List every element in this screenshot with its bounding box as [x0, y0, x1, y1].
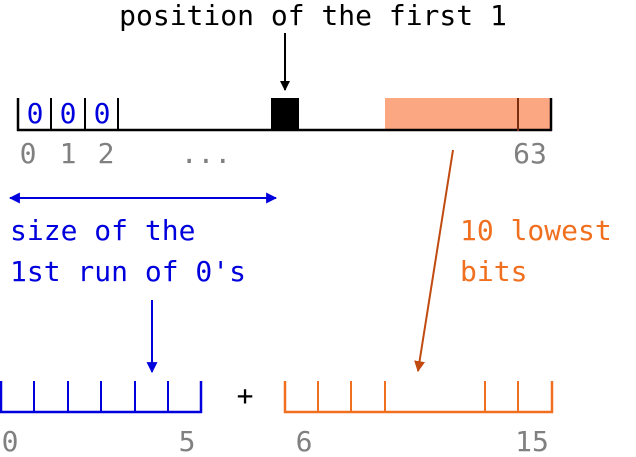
index-ellipsis: ... — [181, 137, 232, 170]
bit-1: 0 — [60, 97, 77, 130]
first-one-marker — [271, 98, 299, 130]
plus-sign: + — [237, 379, 254, 412]
index-label-0: 0 — [20, 137, 37, 170]
run-size-label-line-2: 1st run of 0's — [10, 255, 246, 288]
index-label-63: 63 — [513, 137, 547, 170]
bit-0: 0 — [27, 97, 44, 130]
diagram-title: position of the first 1 — [119, 0, 507, 32]
right-field-end-index: 15 — [515, 425, 549, 457]
bottom-right-field — [283, 381, 554, 414]
top-word: 0 0 0 0 1 2 ... 63 — [16, 97, 553, 170]
bit-2: 0 — [94, 97, 111, 130]
lowest-bits-label-line-2: bits — [460, 255, 527, 288]
index-label-2: 2 — [98, 137, 115, 170]
left-field-start-index: 0 — [2, 425, 19, 457]
run-size-label-line-1: size of the — [10, 214, 195, 247]
index-label-1: 1 — [60, 137, 77, 170]
bottom-left-field — [0, 381, 203, 414]
right-field-start-index: 6 — [296, 425, 313, 457]
lowest-bits-label-line-1: 10 lowest — [460, 214, 612, 247]
left-field-end-index: 5 — [179, 425, 196, 457]
lowest-bits-arrow — [414, 149, 454, 373]
lowest-bits-highlight — [385, 98, 552, 130]
